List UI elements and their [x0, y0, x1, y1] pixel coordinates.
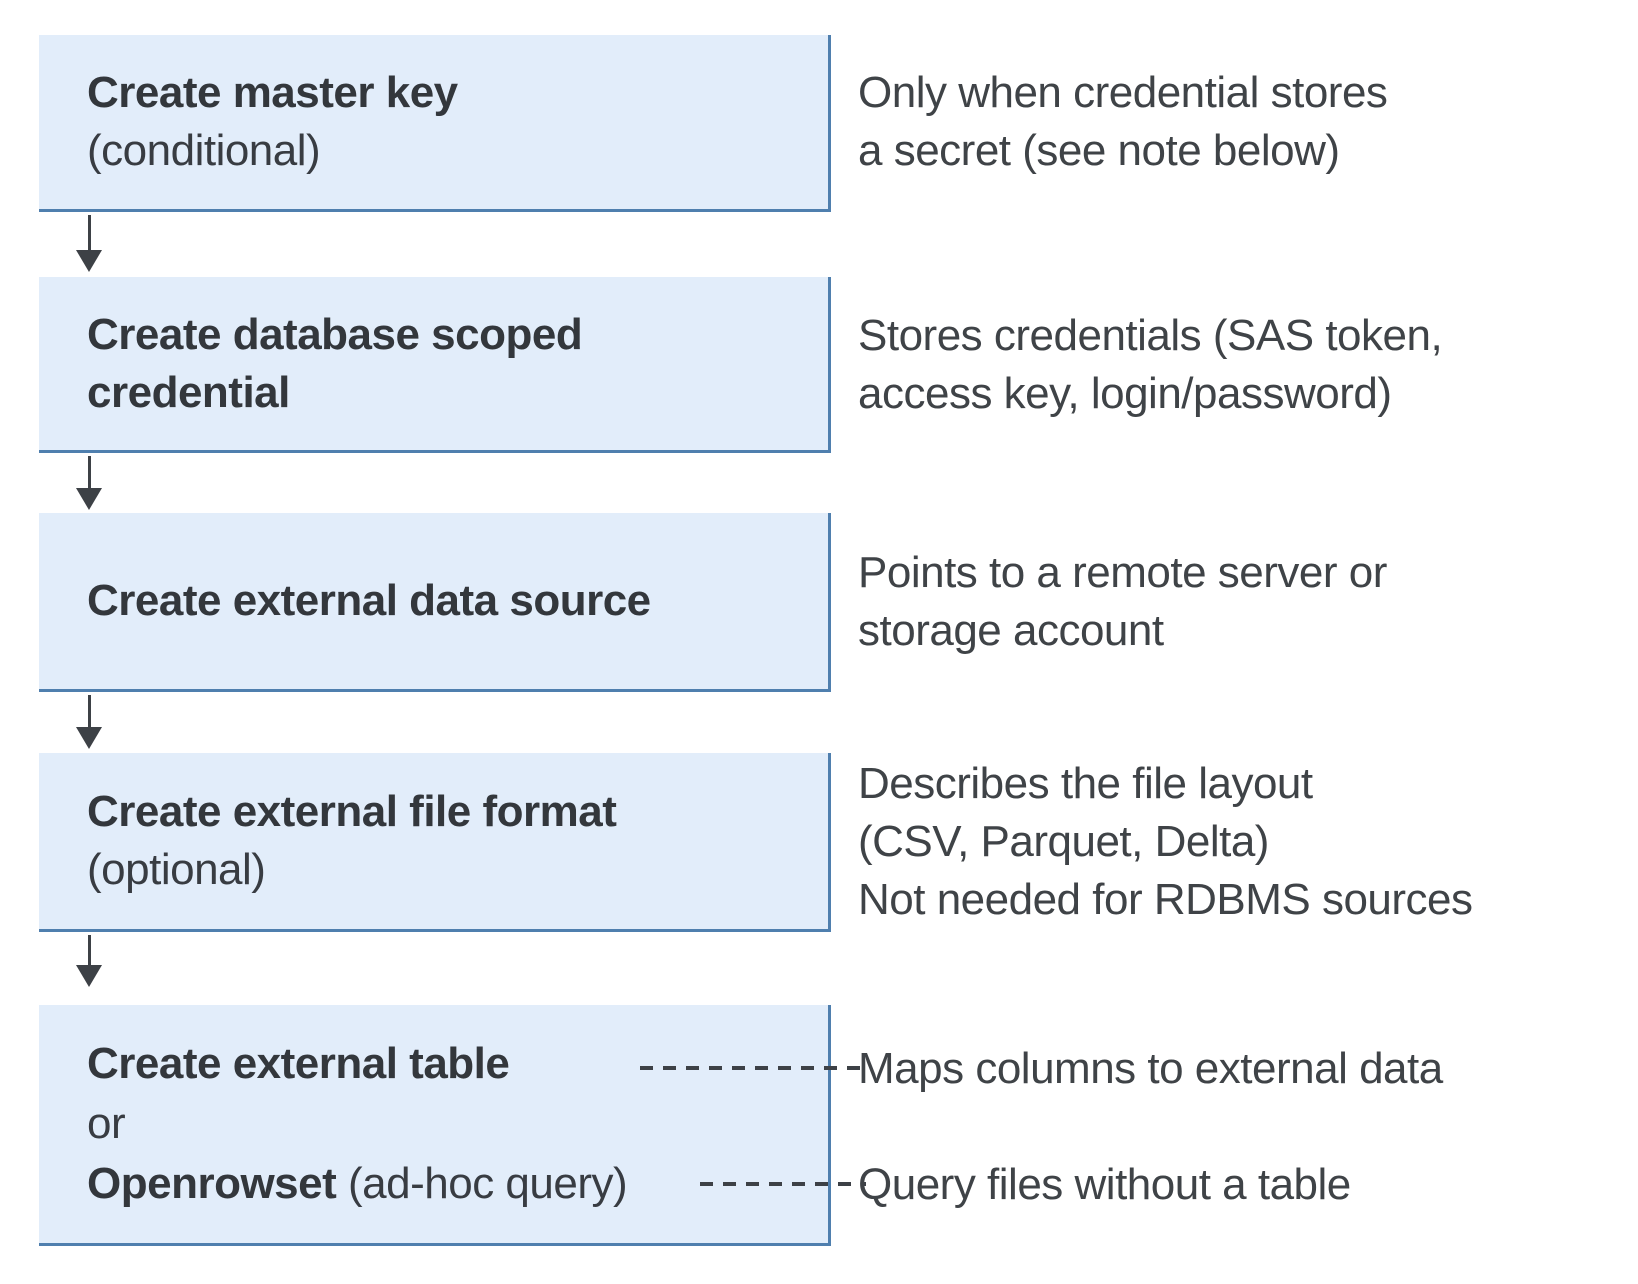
down-arrow-connector-1	[76, 215, 102, 272]
arrow-shaft	[87, 456, 91, 488]
box-subtitle: (conditional)	[87, 126, 321, 175]
box-title: Create master key	[87, 64, 808, 122]
down-arrow-connector-4	[76, 935, 102, 987]
box-title: Create external data source	[87, 572, 808, 630]
box-subtitle: (optional)	[87, 845, 266, 894]
flow-box-create-database-scoped-credential: Create database scoped credential	[39, 277, 831, 453]
flow-box-create-external-data-source: Create external data source	[39, 513, 831, 692]
down-arrowhead-icon	[76, 250, 102, 272]
flow-box-create-external-file-format: Create external file format (optional)	[39, 753, 831, 932]
down-arrowhead-icon	[76, 965, 102, 987]
box-title-text: Create external data source	[87, 576, 651, 625]
box-title: Create database scoped	[87, 306, 808, 364]
flow-box-create-master-key: Create master key (conditional)	[39, 35, 831, 212]
box-title: Create external table	[87, 1034, 808, 1094]
box-title: Create external file format	[87, 783, 808, 841]
arrow-shaft	[87, 935, 91, 965]
box-or-text: or	[87, 1099, 126, 1148]
box-title-text: Create external table	[87, 1039, 510, 1088]
flow-box-create-external-table-or-openrowset: Create external table or Openrowset (ad-…	[39, 1005, 831, 1246]
arrow-shaft	[87, 695, 91, 727]
box-title-line3: Openrowset (ad-hoc query)	[87, 1154, 808, 1214]
box-title-text: Create database scoped	[87, 309, 583, 359]
note-openrowset: Query files without a table	[858, 1160, 1351, 1209]
dashed-connector-openrowset	[700, 1182, 866, 1186]
down-arrowhead-icon	[76, 727, 102, 749]
note-file-format: Describes the file layout (CSV, Parquet,…	[858, 759, 1473, 924]
note-external-table: Maps columns to external data	[858, 1044, 1443, 1093]
down-arrow-connector-2	[76, 456, 102, 510]
box-title-text: Openrowset	[87, 1159, 337, 1208]
box-title-text: Create master key	[87, 68, 458, 117]
note-master-key: Only when credential stores a secret (se…	[858, 68, 1388, 175]
arrow-shaft	[87, 215, 91, 250]
box-title-line2: credential	[87, 364, 808, 422]
down-arrowhead-icon	[76, 488, 102, 510]
down-arrow-connector-3	[76, 695, 102, 749]
box-title-text: credential	[87, 367, 290, 417]
dashed-connector-external-table	[640, 1066, 866, 1070]
box-title-regular-text: (ad-hoc query)	[336, 1159, 628, 1208]
box-title-text: Create external file format	[87, 787, 617, 836]
note-data-source: Points to a remote server or storage acc…	[858, 548, 1387, 655]
note-credential: Stores credentials (SAS token, access ke…	[858, 311, 1443, 418]
